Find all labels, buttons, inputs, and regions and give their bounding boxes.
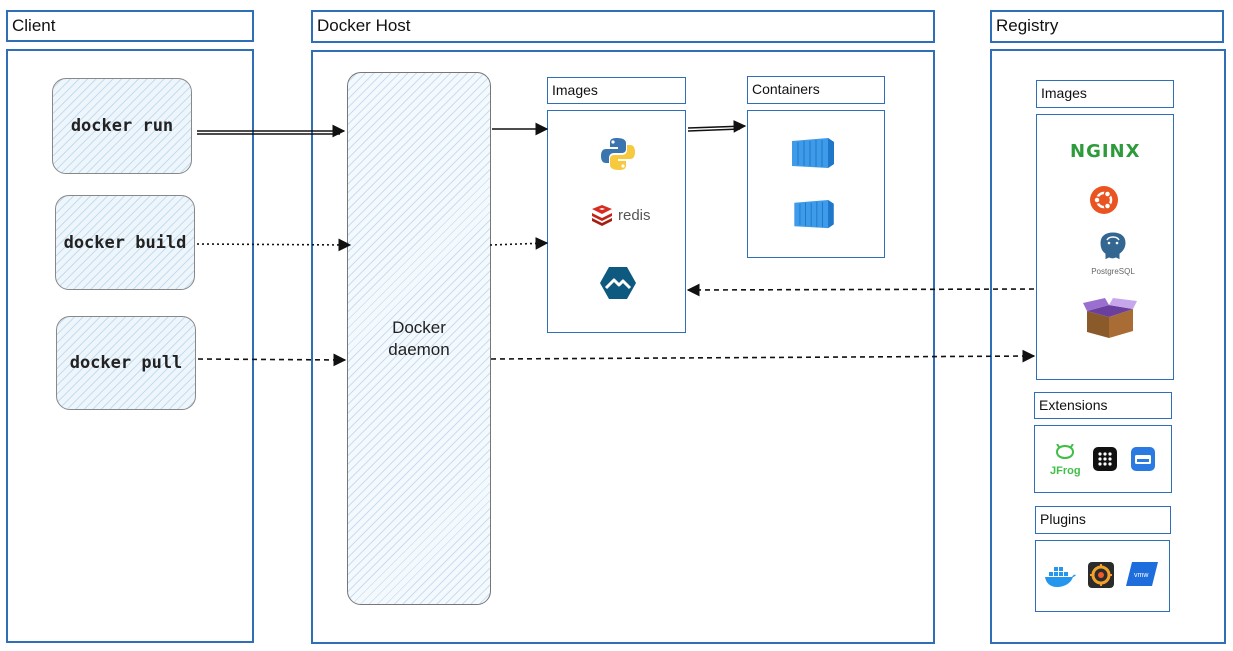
containers-title: Containers — [747, 76, 885, 104]
extensions-title: Extensions — [1034, 392, 1172, 419]
jfrog-label: JFrog — [1050, 465, 1081, 477]
vmware-icon: vmw — [1126, 562, 1158, 586]
redis-icon: redis — [590, 204, 651, 226]
host-images-title: Images — [547, 77, 686, 104]
registry-to-images-arrow — [686, 283, 1035, 297]
containers-box — [747, 110, 885, 258]
images-to-containers-second-line — [687, 128, 741, 132]
docker-daemon-label-line1: Docker — [392, 317, 446, 337]
docker-daemon-label-line2: daemon — [388, 339, 450, 359]
images-to-containers-arrow — [687, 120, 747, 133]
alpine-icon — [600, 267, 636, 299]
daemon-to-registry-arrow — [490, 349, 1036, 363]
docker-pull-command[interactable]: docker pull — [56, 316, 196, 410]
daemon-to-images-build-arrow — [489, 237, 549, 250]
svg-text:vmw: vmw — [1134, 572, 1149, 579]
grafana-icon — [1088, 562, 1114, 588]
registry-images-title: Images — [1036, 80, 1174, 108]
postgresql-label: PostgreSQL — [1091, 267, 1135, 276]
grid-dots-icon — [1093, 447, 1117, 471]
registry-title: Registry — [990, 10, 1224, 43]
disk-drive-icon — [1131, 447, 1155, 471]
build-arrow — [196, 238, 352, 252]
package-box-icon — [1083, 298, 1137, 338]
docker-host-title: Docker Host — [311, 10, 935, 43]
pull-arrow — [197, 353, 347, 367]
docker-run-command[interactable]: docker run — [52, 78, 192, 174]
container-icon — [792, 138, 834, 168]
redis-label: redis — [618, 206, 651, 224]
docker-whale-icon — [1045, 567, 1076, 587]
postgresql-icon: PostgreSQL — [1083, 230, 1143, 276]
python-icon — [601, 138, 635, 170]
docker-build-command[interactable]: docker build — [55, 195, 195, 290]
jfrog-icon: JFrog — [1050, 443, 1081, 477]
client-title: Client — [6, 10, 254, 42]
ubuntu-icon — [1090, 186, 1118, 214]
container-icon — [794, 199, 834, 229]
plugins-title: Plugins — [1035, 506, 1171, 534]
nginx-logo: NGINX — [1070, 141, 1141, 162]
docker-daemon: Docker daemon — [347, 72, 491, 605]
